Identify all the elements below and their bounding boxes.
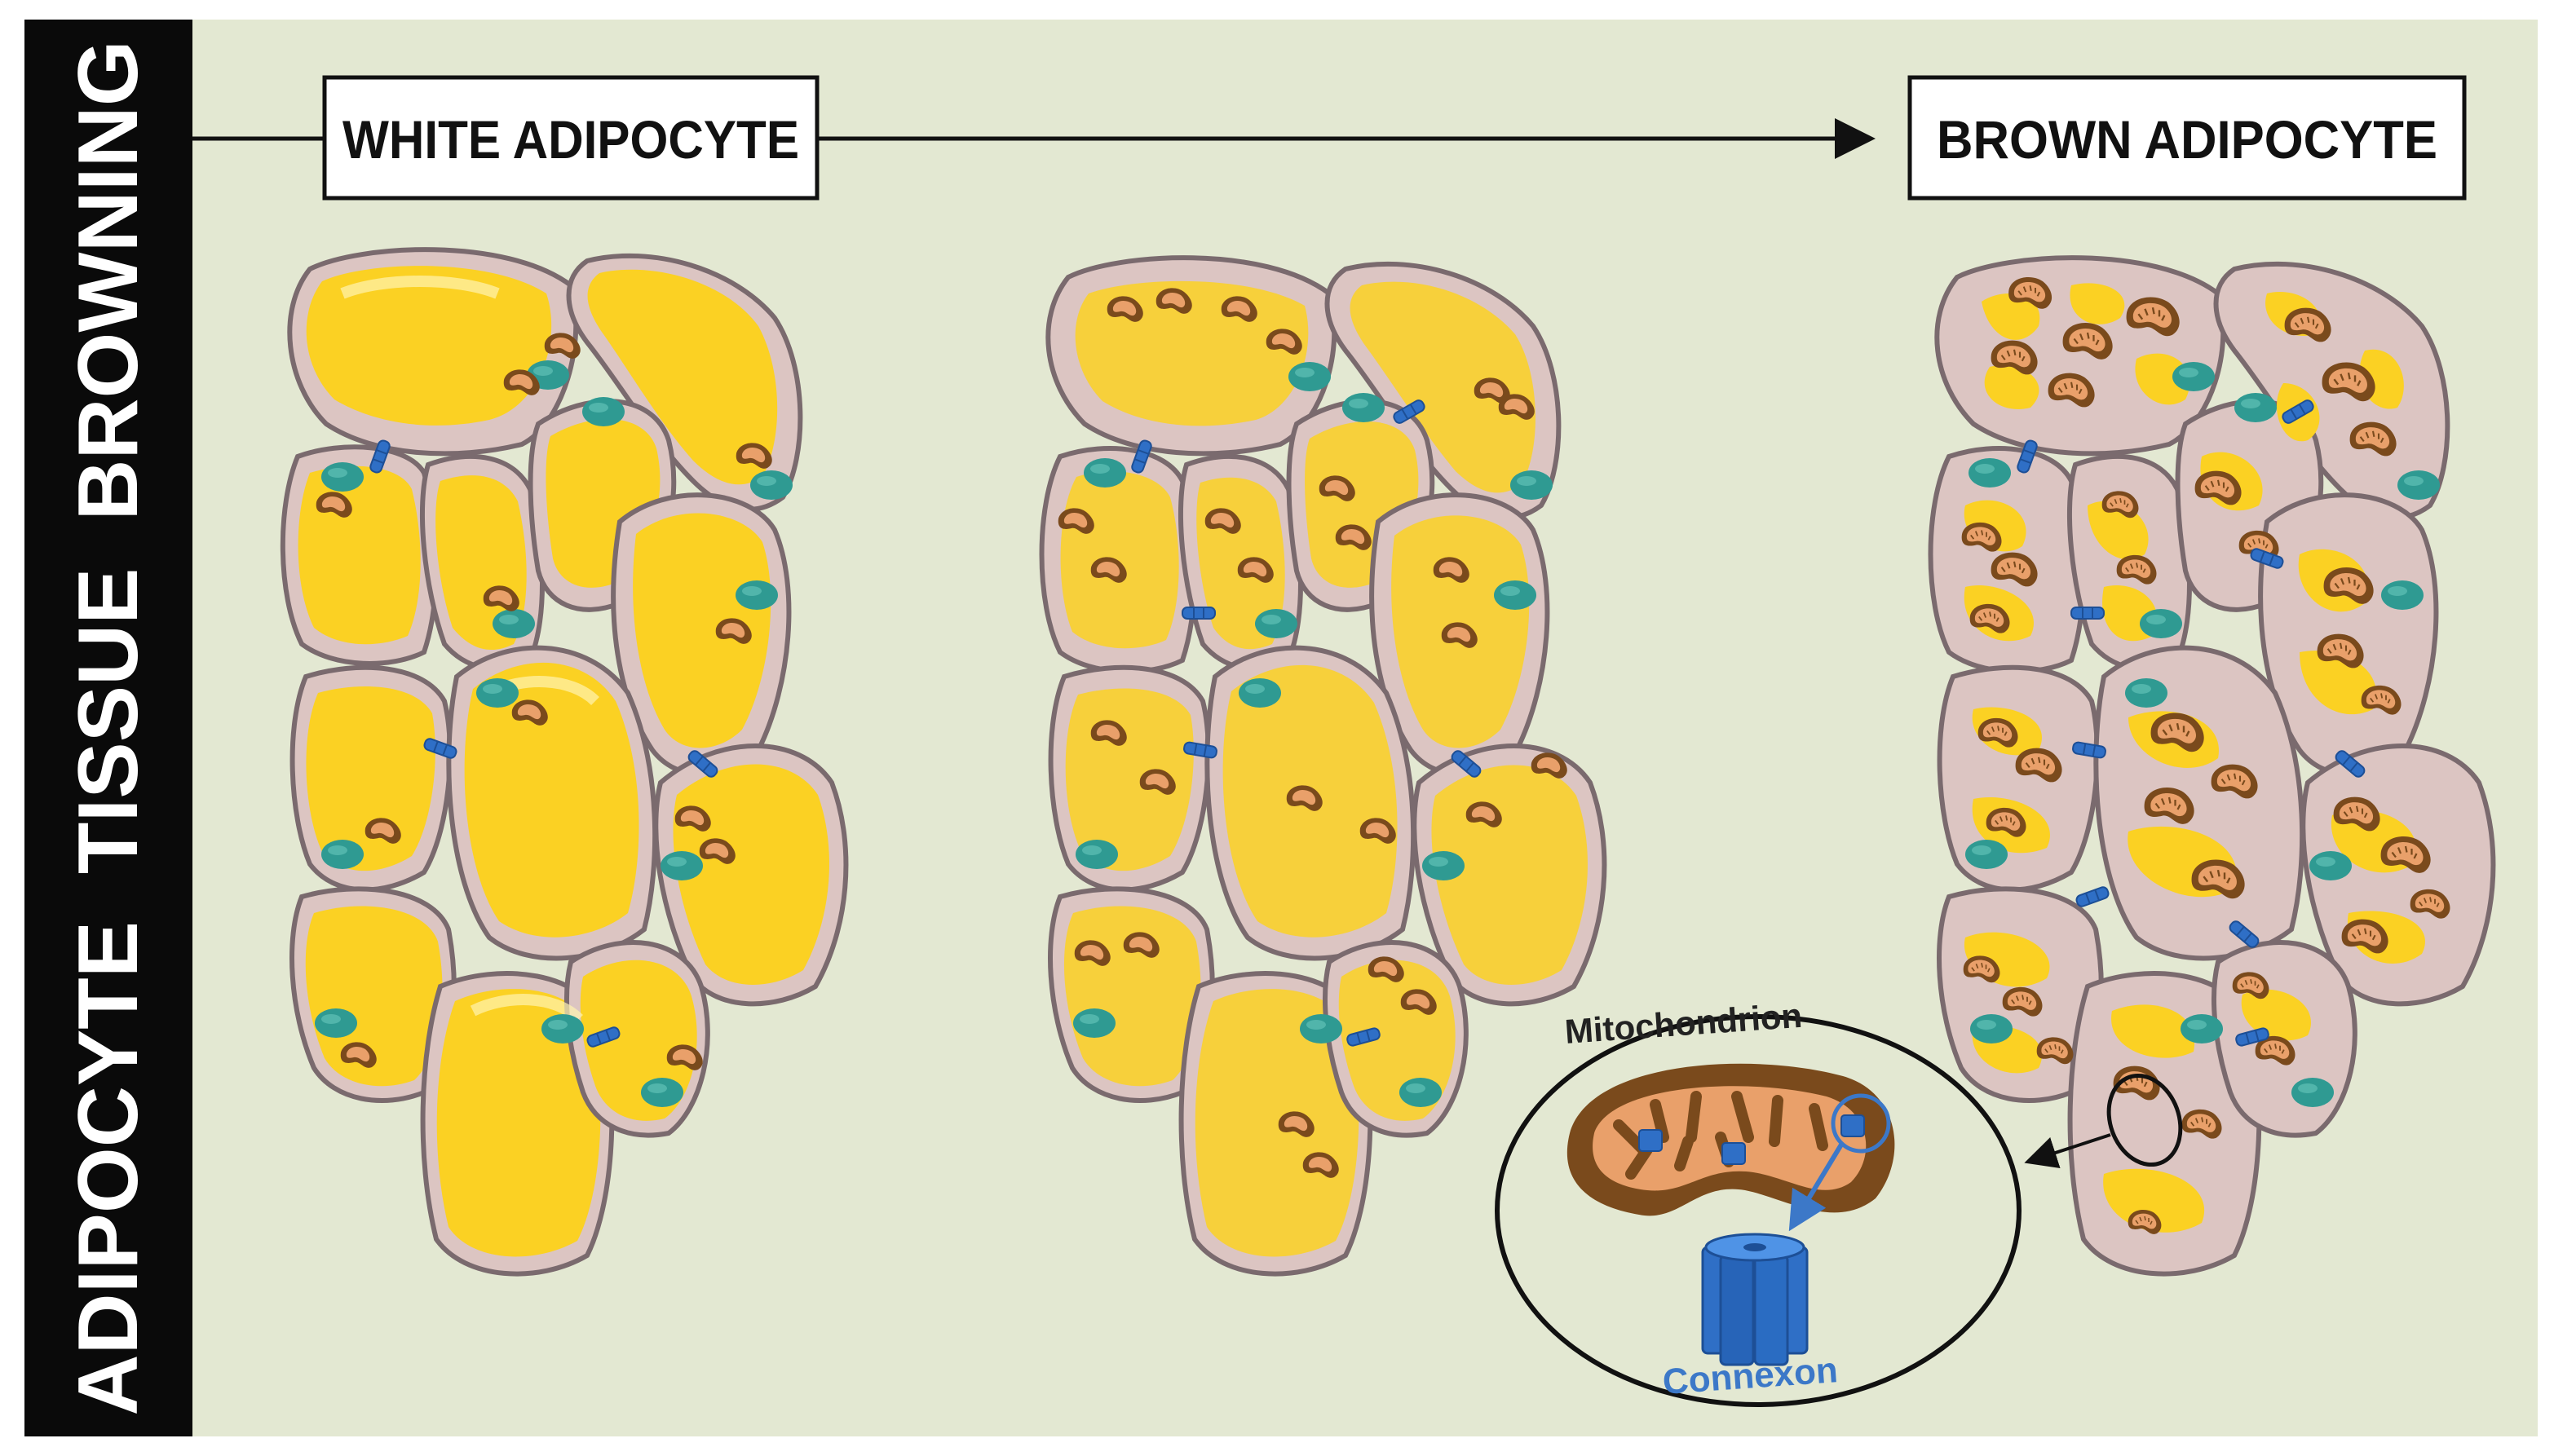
brown-adipocyte-label: BROWN ADIPOCYTE — [1937, 109, 2437, 170]
sidebar-band — [24, 20, 192, 1436]
zoom-arrow — [2024, 1133, 2111, 1169]
magnifier-ring — [1831, 1093, 1891, 1154]
white-adipocyte-label-box: WHITE ADIPOCYTE — [322, 75, 820, 201]
brown-adipocyte-label-box: BROWN ADIPOCYTE — [1907, 75, 2467, 201]
white-adipocyte-cluster — [280, 247, 849, 1277]
connexon-icon — [1701, 1233, 1809, 1366]
mitochondrion-inset: Mitochondrion Connexon — [1495, 996, 2022, 1407]
sidebar-title: ADIPOCYTE TISSUE BROWNING — [61, 40, 156, 1415]
white-adipocyte-label: WHITE ADIPOCYTE — [342, 109, 799, 170]
highlight-ring — [2106, 1073, 2183, 1167]
mitochondrion-icon — [1566, 1063, 1895, 1232]
